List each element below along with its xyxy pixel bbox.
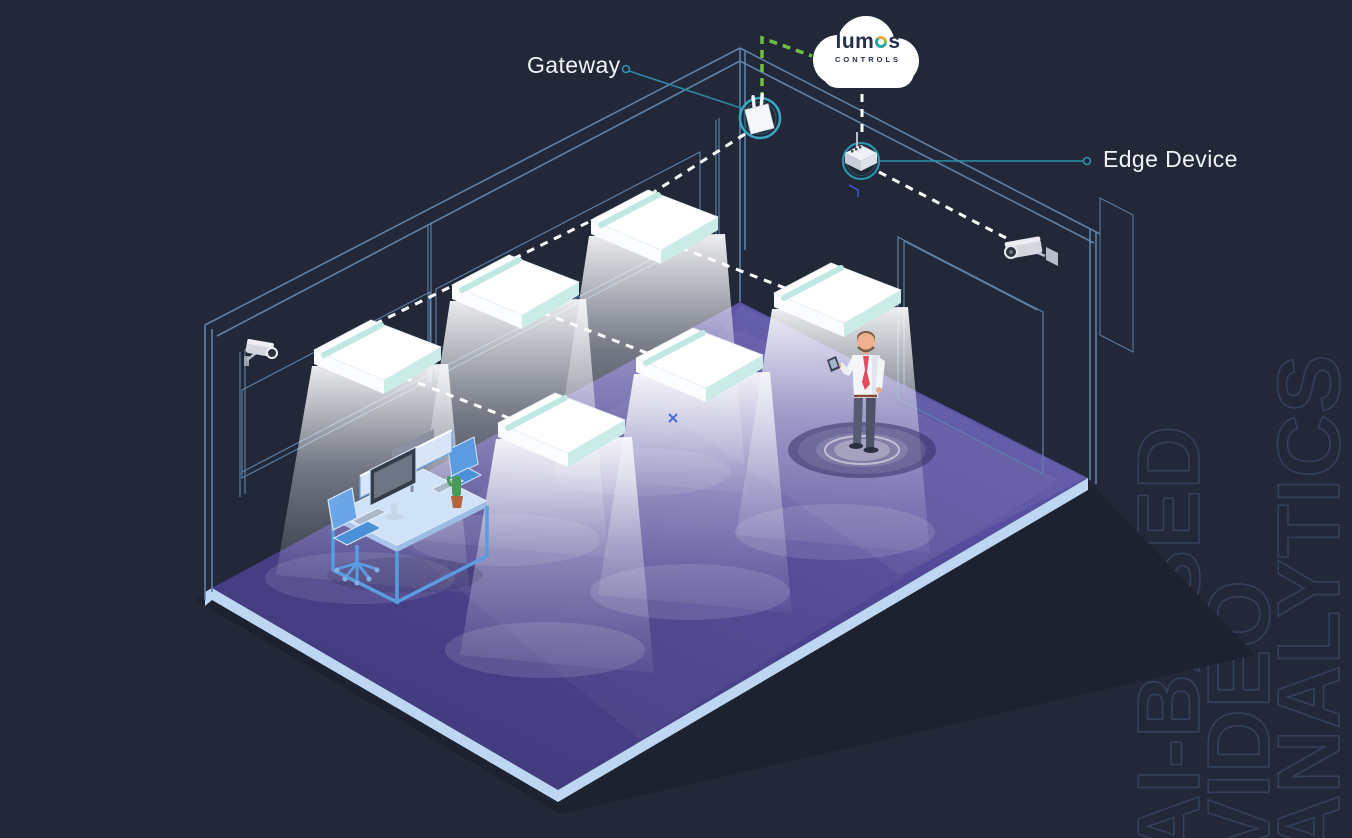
callout-lines: [621, 64, 1092, 166]
corner-mark: [848, 184, 859, 197]
brand-suffix: s: [888, 30, 901, 53]
light-beam: [598, 372, 792, 613]
ceiling-light-panel-icon: [635, 327, 764, 402]
camera-link-dashed-line: [878, 170, 1011, 242]
gateway-label: Gateway: [527, 52, 621, 78]
light-beam: [460, 437, 654, 673]
brand-subtitle: CONTROLS: [834, 55, 902, 64]
desk-monitor: [369, 446, 417, 520]
ceiling-light-panel-icon: [773, 262, 902, 337]
cctv-camera-icon: [244, 339, 278, 366]
ceiling-lights: [313, 189, 902, 467]
uplink-dashed-line-green: [760, 35, 813, 100]
ceiling-light-panel-icon: [590, 189, 719, 264]
presence-detection-rings: [788, 422, 936, 478]
floor-edge: [212, 478, 1088, 802]
tie: [862, 356, 870, 390]
ceiling-light-panel-icon: [313, 319, 442, 394]
ceiling-light-panel-icon: [451, 254, 580, 329]
cctv-camera-icon: [1004, 236, 1058, 266]
ceiling-light-panel-icon: [497, 392, 626, 467]
lumos-controls-logo: lumos CONTROLS: [820, 30, 916, 64]
sparkle-mark: [668, 413, 678, 423]
office-chair: [327, 487, 383, 586]
edge-device-label: Edge Device: [1103, 146, 1238, 172]
brand-o-ring-icon: o: [875, 36, 888, 48]
callout-dot: [1082, 156, 1092, 166]
brand-name: lumos: [820, 30, 916, 54]
callout-dot: [621, 64, 631, 74]
gateway-device-icon: [738, 92, 782, 140]
edge-device-icon: [841, 132, 881, 181]
desk-plant: [446, 475, 463, 508]
brand-prefix: lum: [835, 30, 875, 53]
workstation-desk: [327, 429, 489, 605]
cloud-icon: [813, 16, 919, 88]
person-figure: [788, 331, 936, 478]
